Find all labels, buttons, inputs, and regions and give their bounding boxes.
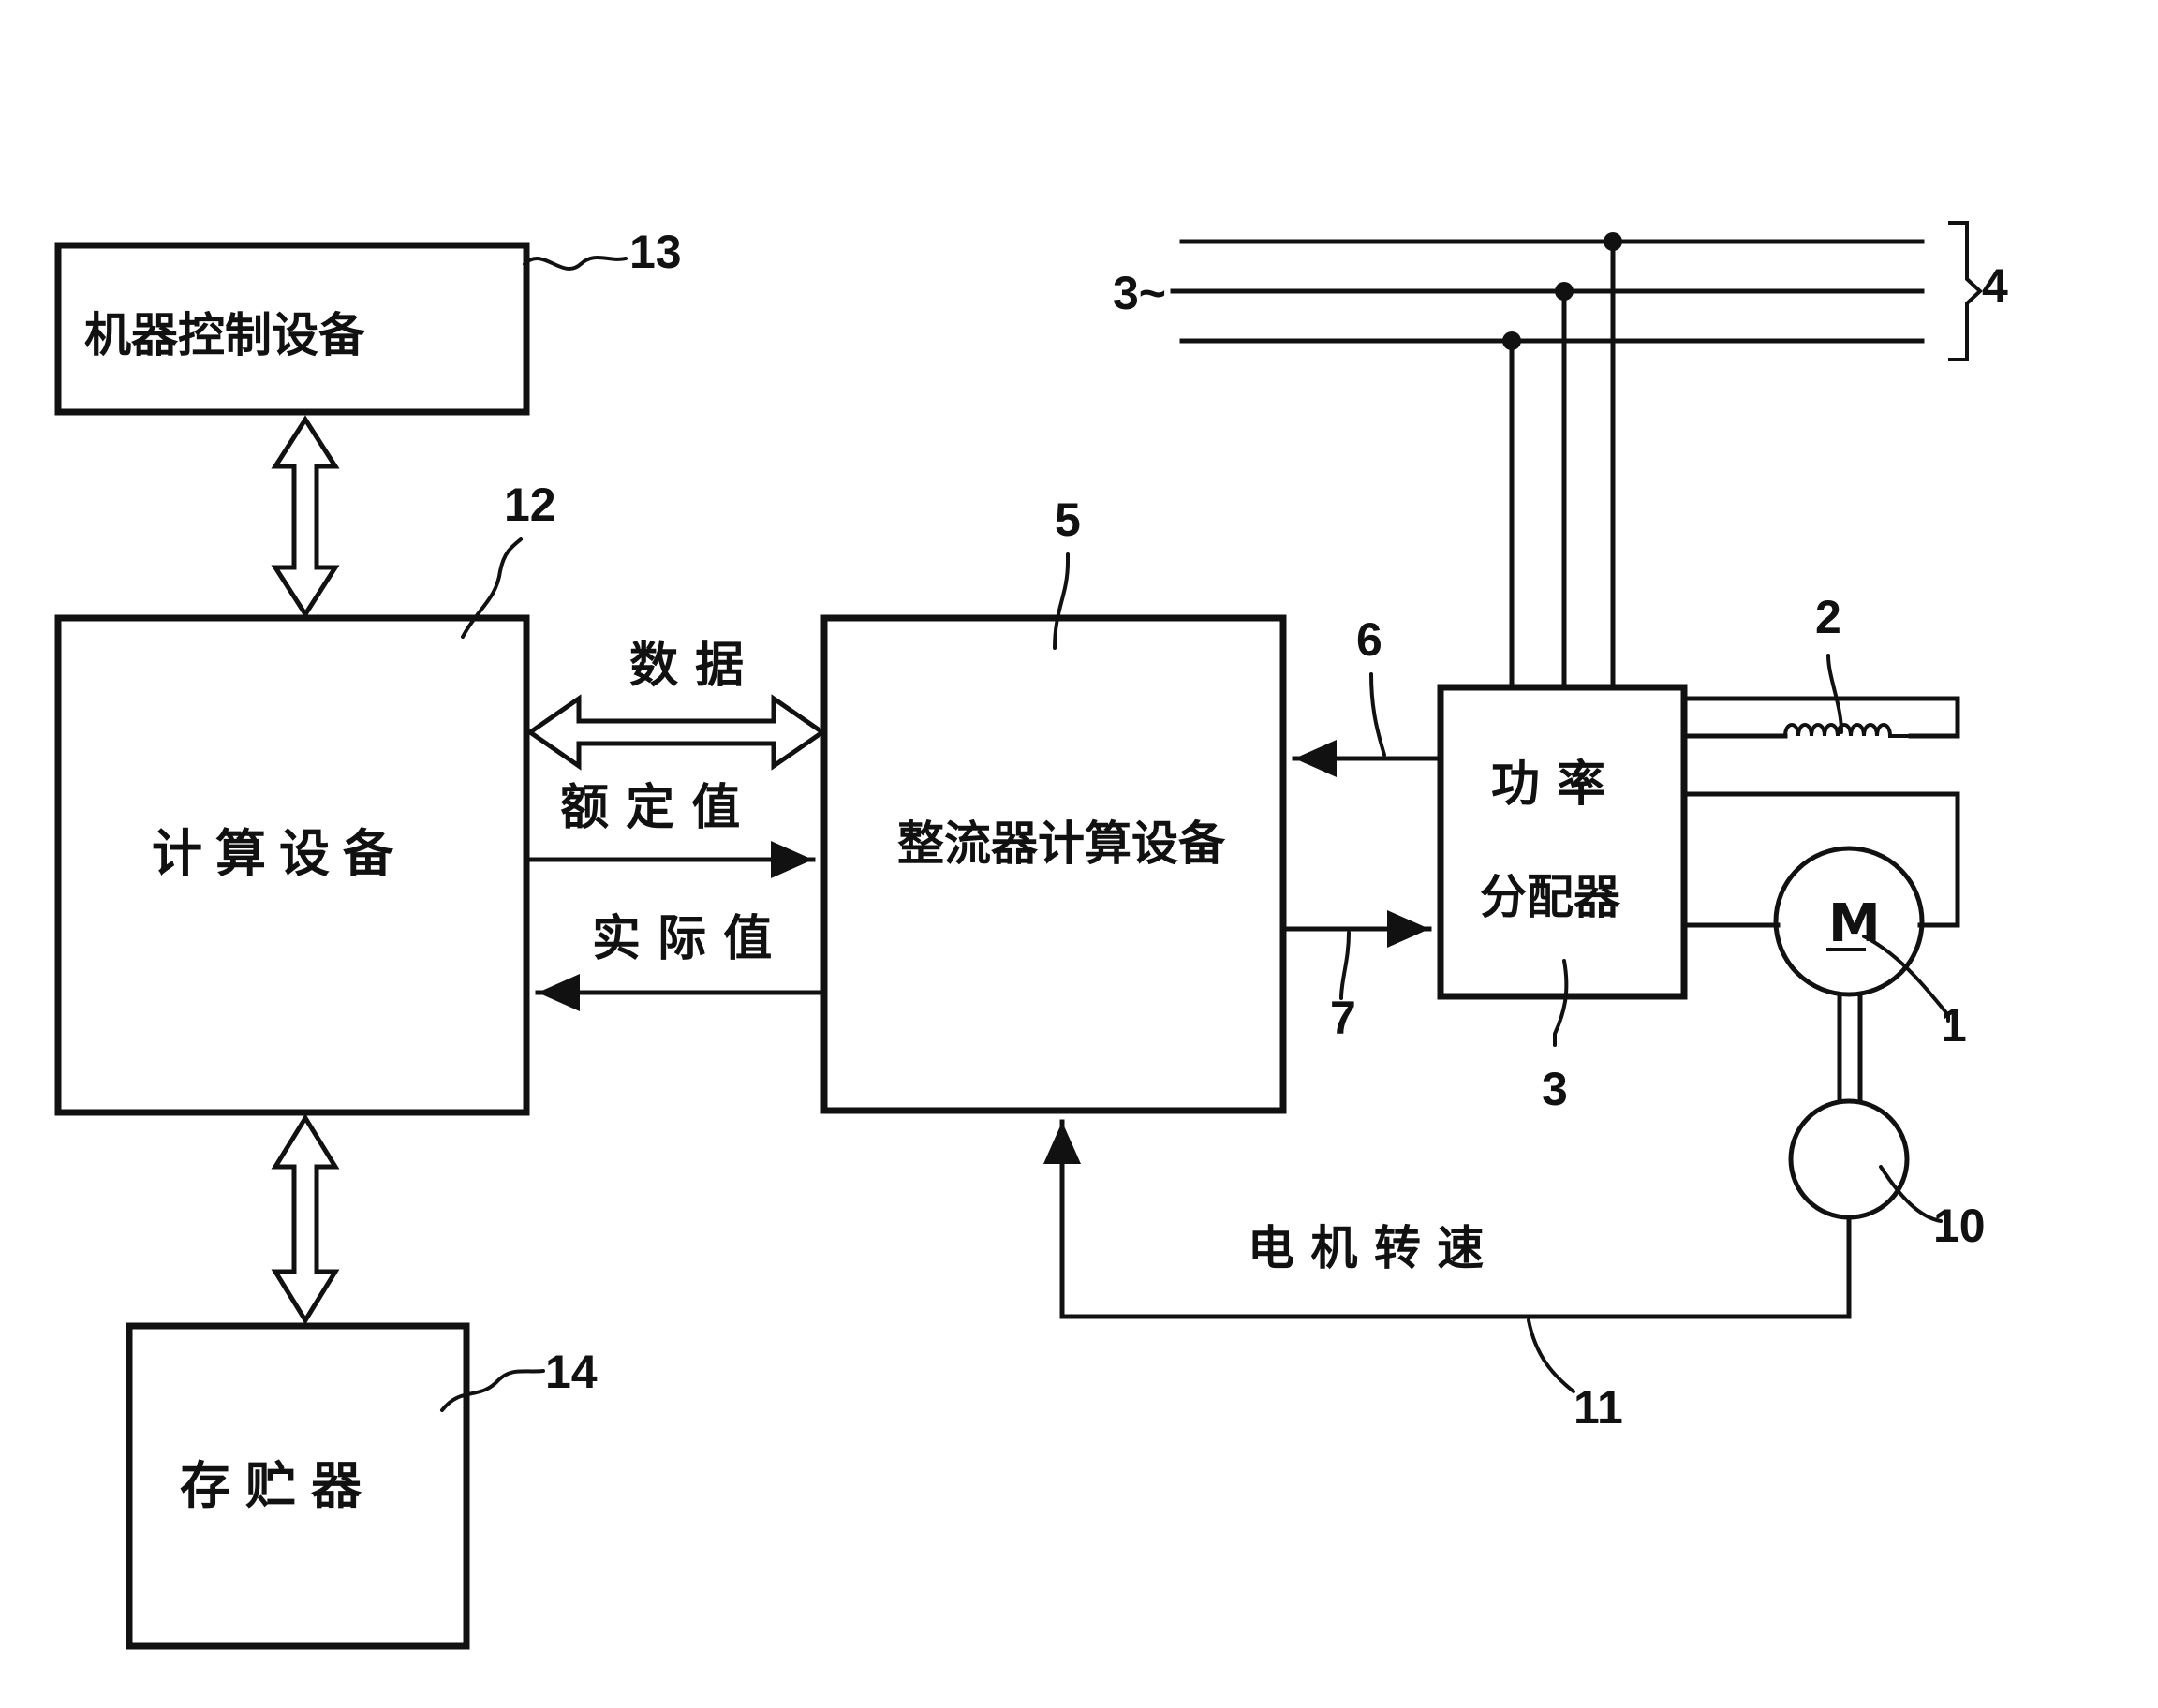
ref-14: 14 xyxy=(545,1346,598,1398)
motor-speed-label: 电 机 转 速 xyxy=(1248,1221,1484,1275)
junction-dot-b xyxy=(1555,282,1574,301)
ref-4: 4 xyxy=(1982,259,2008,312)
field-winding-circuit xyxy=(1686,699,1958,736)
leader-6 xyxy=(1371,674,1384,755)
power-distributor-box xyxy=(1441,687,1684,996)
motor-armature-wire-top xyxy=(1686,794,1958,925)
junction-dot-a xyxy=(1502,331,1521,350)
rectifier-computer-label: 整流器计算设备 xyxy=(897,817,1226,871)
bus-arrow-13-12 xyxy=(275,420,335,614)
leader-7 xyxy=(1341,933,1349,998)
ref-11: 11 xyxy=(1574,1381,1623,1434)
data-bus-arrow xyxy=(530,699,822,766)
actual-value-label: 实 际 值 xyxy=(592,911,772,967)
ref-2: 2 xyxy=(1815,591,1841,643)
ref-1: 1 xyxy=(1941,999,1967,1052)
power-distributor-label-1: 功 率 xyxy=(1491,757,1605,813)
computer-label: 计算设备 xyxy=(152,824,406,883)
leader-13 xyxy=(525,258,626,269)
bus-arrow-12-14 xyxy=(275,1118,335,1320)
leader-11 xyxy=(1529,1320,1574,1391)
inductor-coil xyxy=(1785,725,1911,736)
supply-label: 3~ xyxy=(1113,267,1166,319)
ref-5: 5 xyxy=(1055,493,1081,546)
leader-10 xyxy=(1881,1167,1941,1221)
motor-symbol-label: M xyxy=(1828,893,1881,954)
power-distributor-label-2: 分配器 xyxy=(1480,870,1621,924)
ref-10: 10 xyxy=(1933,1200,1986,1252)
data-label: 数 据 xyxy=(629,638,744,694)
ref-12: 12 xyxy=(504,479,556,531)
setpoint-label: 额 定 值 xyxy=(560,780,740,836)
motor-speed-feedback-line xyxy=(1062,1122,1849,1317)
ref-6: 6 xyxy=(1356,613,1382,666)
ref-7: 7 xyxy=(1330,992,1356,1044)
ref-3: 3 xyxy=(1542,1063,1568,1115)
ref-13: 13 xyxy=(629,226,682,278)
machine-control-label: 机器控制设备 xyxy=(84,308,366,362)
tachogenerator-circle xyxy=(1791,1101,1907,1217)
phase-brace xyxy=(1948,223,1980,360)
junction-dot-c xyxy=(1604,232,1622,251)
memory-label: 存贮器 xyxy=(180,1456,377,1515)
leader-2 xyxy=(1828,655,1841,732)
